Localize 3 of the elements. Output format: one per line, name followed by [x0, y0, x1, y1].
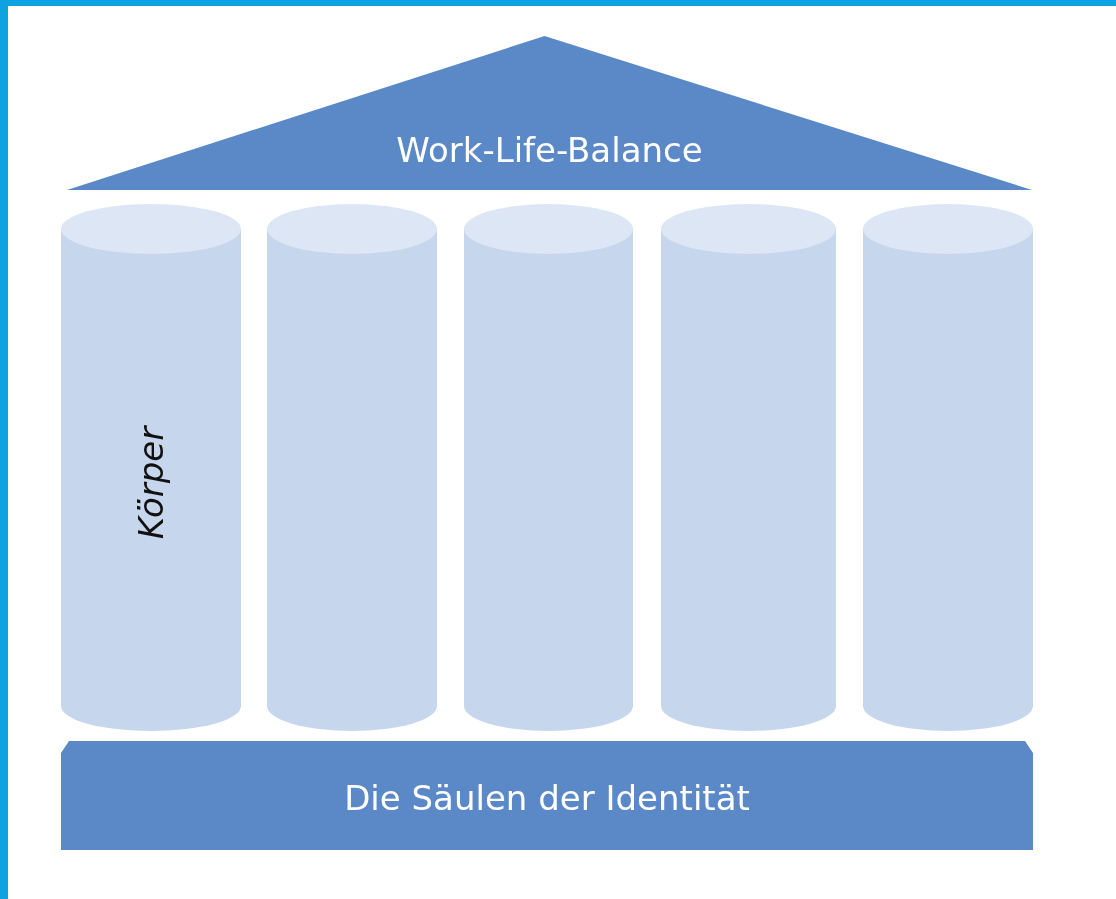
- roof-title: Work-Life-Balance: [396, 129, 703, 170]
- pillar-label: Körper: [131, 427, 171, 540]
- base-title: Die Säulen der Identität: [344, 777, 750, 818]
